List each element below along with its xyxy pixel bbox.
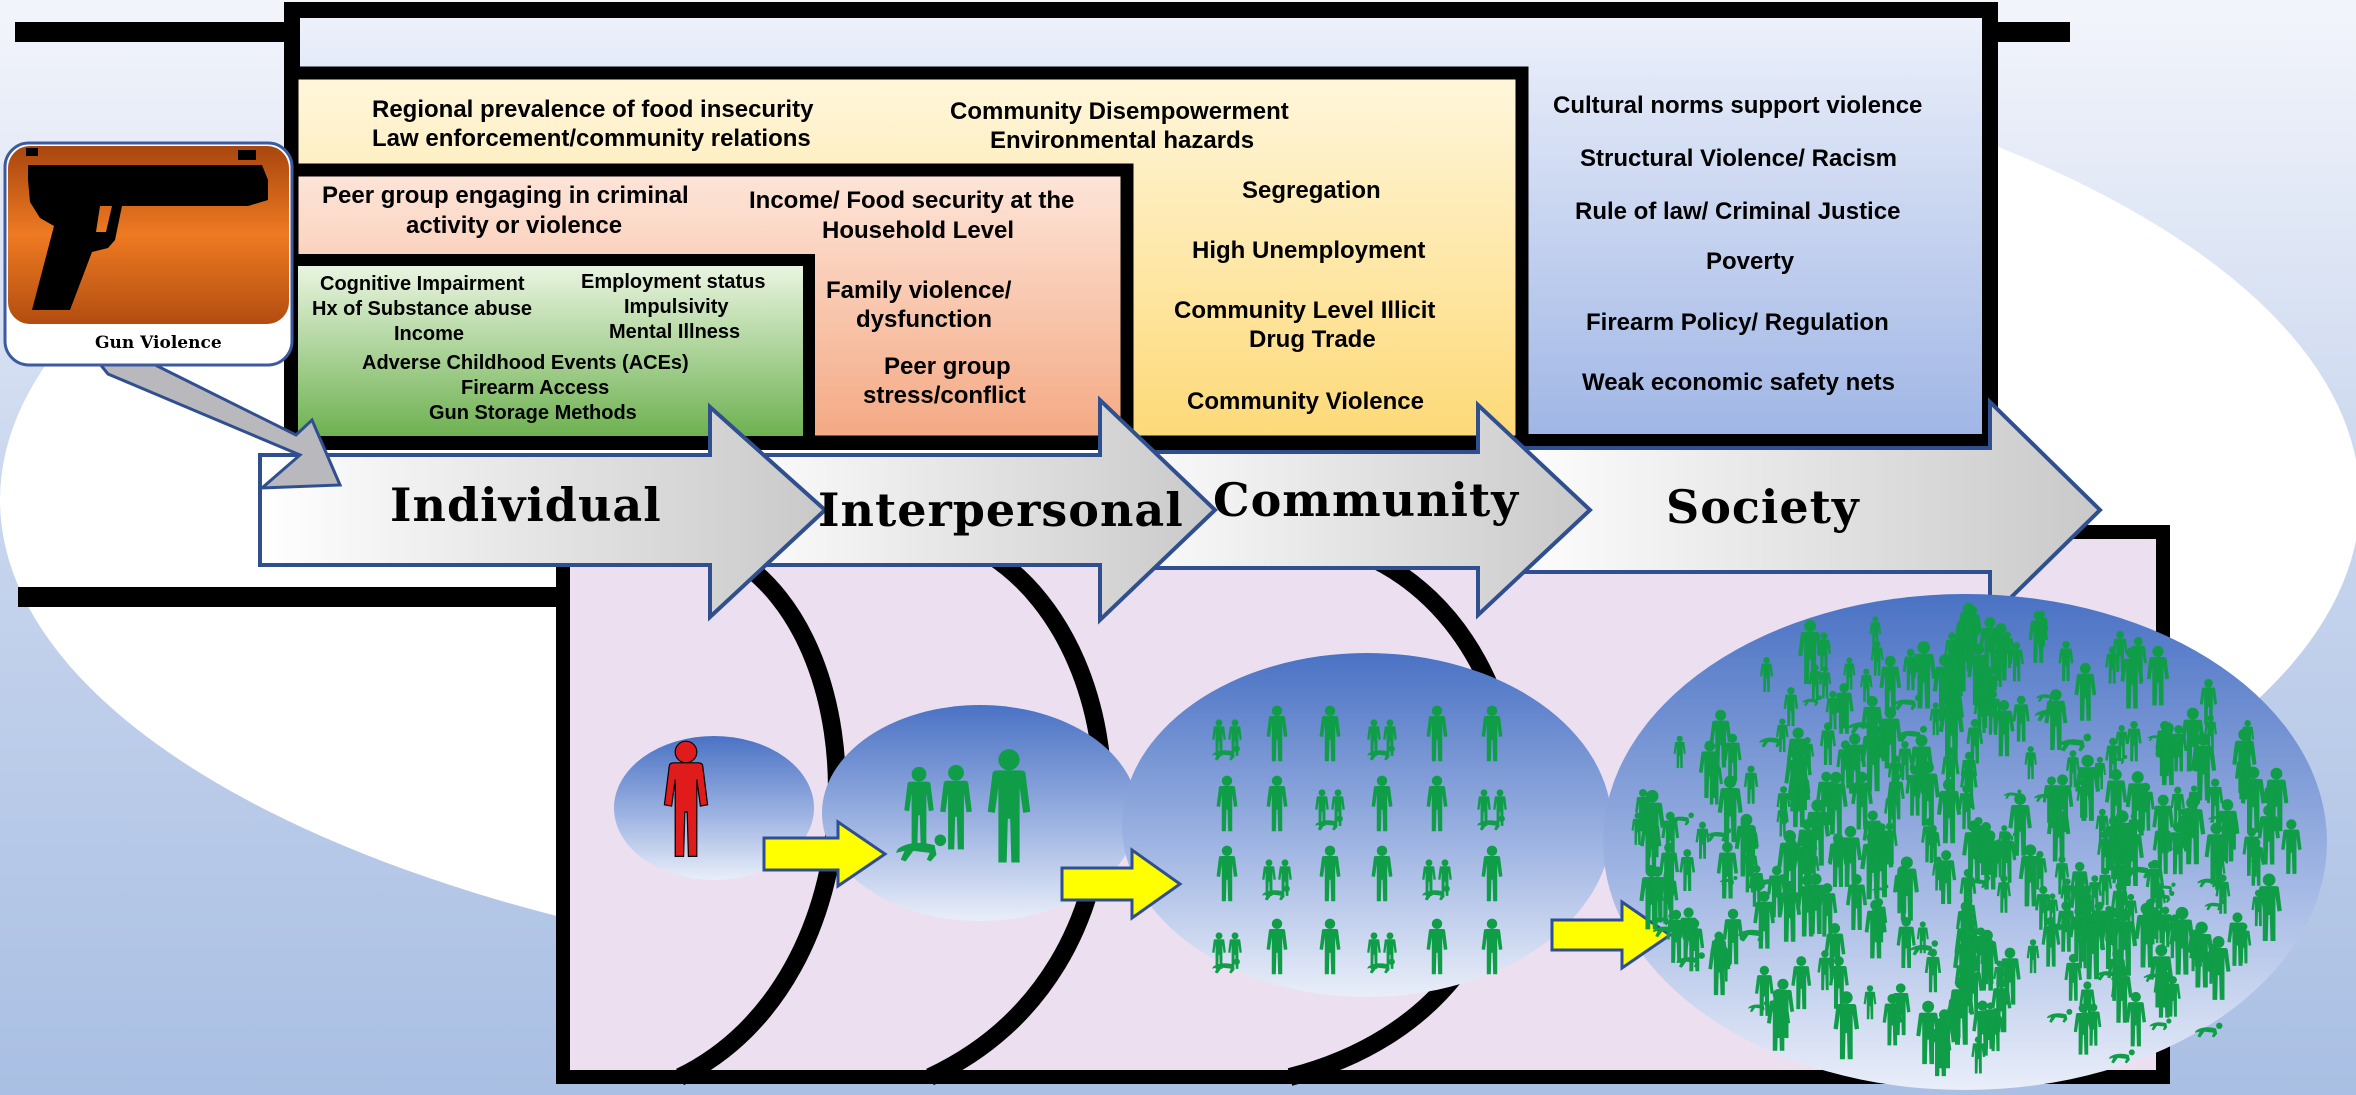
arrow-icon xyxy=(762,819,888,889)
factor-rule-of-law: Rule of law/ Criminal Justice xyxy=(1575,198,1901,225)
factor-firearm-access: Firearm Access xyxy=(461,377,610,399)
stage-label-society: Society xyxy=(1666,480,1860,534)
stage-arrows xyxy=(258,395,2103,625)
factor-segregation: Segregation xyxy=(1242,177,1381,204)
factor-household-food-2: Household Level xyxy=(822,217,1015,244)
factor-environmental-hazards: Environmental hazards xyxy=(990,127,1255,154)
gun-icon-card xyxy=(3,141,294,367)
factor-peer-stress-1: Peer group xyxy=(884,353,1011,380)
arrow-society xyxy=(1498,397,2103,623)
factor-peer-group-criminal-1: Peer group engaging in criminal xyxy=(322,182,689,209)
factor-illicit-drug-trade-2: Drug Trade xyxy=(1249,326,1376,353)
factor-gun-storage: Gun Storage Methods xyxy=(429,402,637,424)
individual-box xyxy=(286,254,815,448)
stage-label-individual: Individual xyxy=(390,478,662,532)
factor-illicit-drug-trade-1: Community Level Illicit xyxy=(1174,297,1436,324)
factor-aces: Adverse Childhood Events (ACEs) xyxy=(362,352,689,374)
factor-economic-safety-nets: Weak economic safety nets xyxy=(1582,369,1896,396)
gun-icon xyxy=(28,165,268,310)
factor-substance-abuse: Hx of Substance abuse xyxy=(312,298,533,320)
factor-household-food-1: Income/ Food security at the xyxy=(749,187,1075,214)
factor-cognitive-impairment: Cognitive Impairment xyxy=(320,273,525,295)
arrow-interpersonal xyxy=(718,395,1218,625)
factor-high-unemployment: High Unemployment xyxy=(1192,237,1426,264)
arrow-icon xyxy=(1060,847,1183,921)
factor-employment-status: Employment status xyxy=(581,271,766,293)
factor-firearm-policy: Firearm Policy/ Regulation xyxy=(1586,309,1889,336)
arrow-community xyxy=(1103,400,1593,620)
factor-impulsivity: Impulsivity xyxy=(624,296,729,318)
stage-label-interpersonal: Interpersonal xyxy=(818,483,1184,537)
interpersonal-bubble xyxy=(822,705,1138,921)
stage-label-community: Community xyxy=(1213,473,1519,527)
progression-arrows xyxy=(762,819,1673,971)
factor-disempowerment: Community Disempowerment xyxy=(950,98,1289,125)
community-bubble xyxy=(1122,653,1612,997)
factor-income: Income xyxy=(394,323,465,345)
factor-structural-violence: Structural Violence/ Racism xyxy=(1580,145,1898,172)
factor-poverty: Poverty xyxy=(1706,248,1795,275)
gun-violence-label: Gun Violence xyxy=(95,333,222,353)
factor-community-violence: Community Violence xyxy=(1187,388,1424,415)
factor-law-enforcement: Law enforcement/community relations xyxy=(372,125,811,152)
gun-to-individual-arrow xyxy=(92,343,343,490)
factor-family-violence-2: dysfunction xyxy=(856,306,992,333)
factor-food-insecurity: Regional prevalence of food insecurity xyxy=(372,96,814,123)
factor-mental-illness: Mental Illness xyxy=(609,321,741,343)
factor-family-violence-1: Family violence/ xyxy=(826,277,1012,304)
factor-peer-stress-2: stress/conflict xyxy=(863,382,1026,409)
arrow-individual xyxy=(258,402,828,622)
factor-cultural-norms: Cultural norms support violence xyxy=(1553,92,1923,119)
factor-peer-group-criminal-2: activity or violence xyxy=(406,212,623,239)
arrow-icon xyxy=(1550,899,1673,971)
